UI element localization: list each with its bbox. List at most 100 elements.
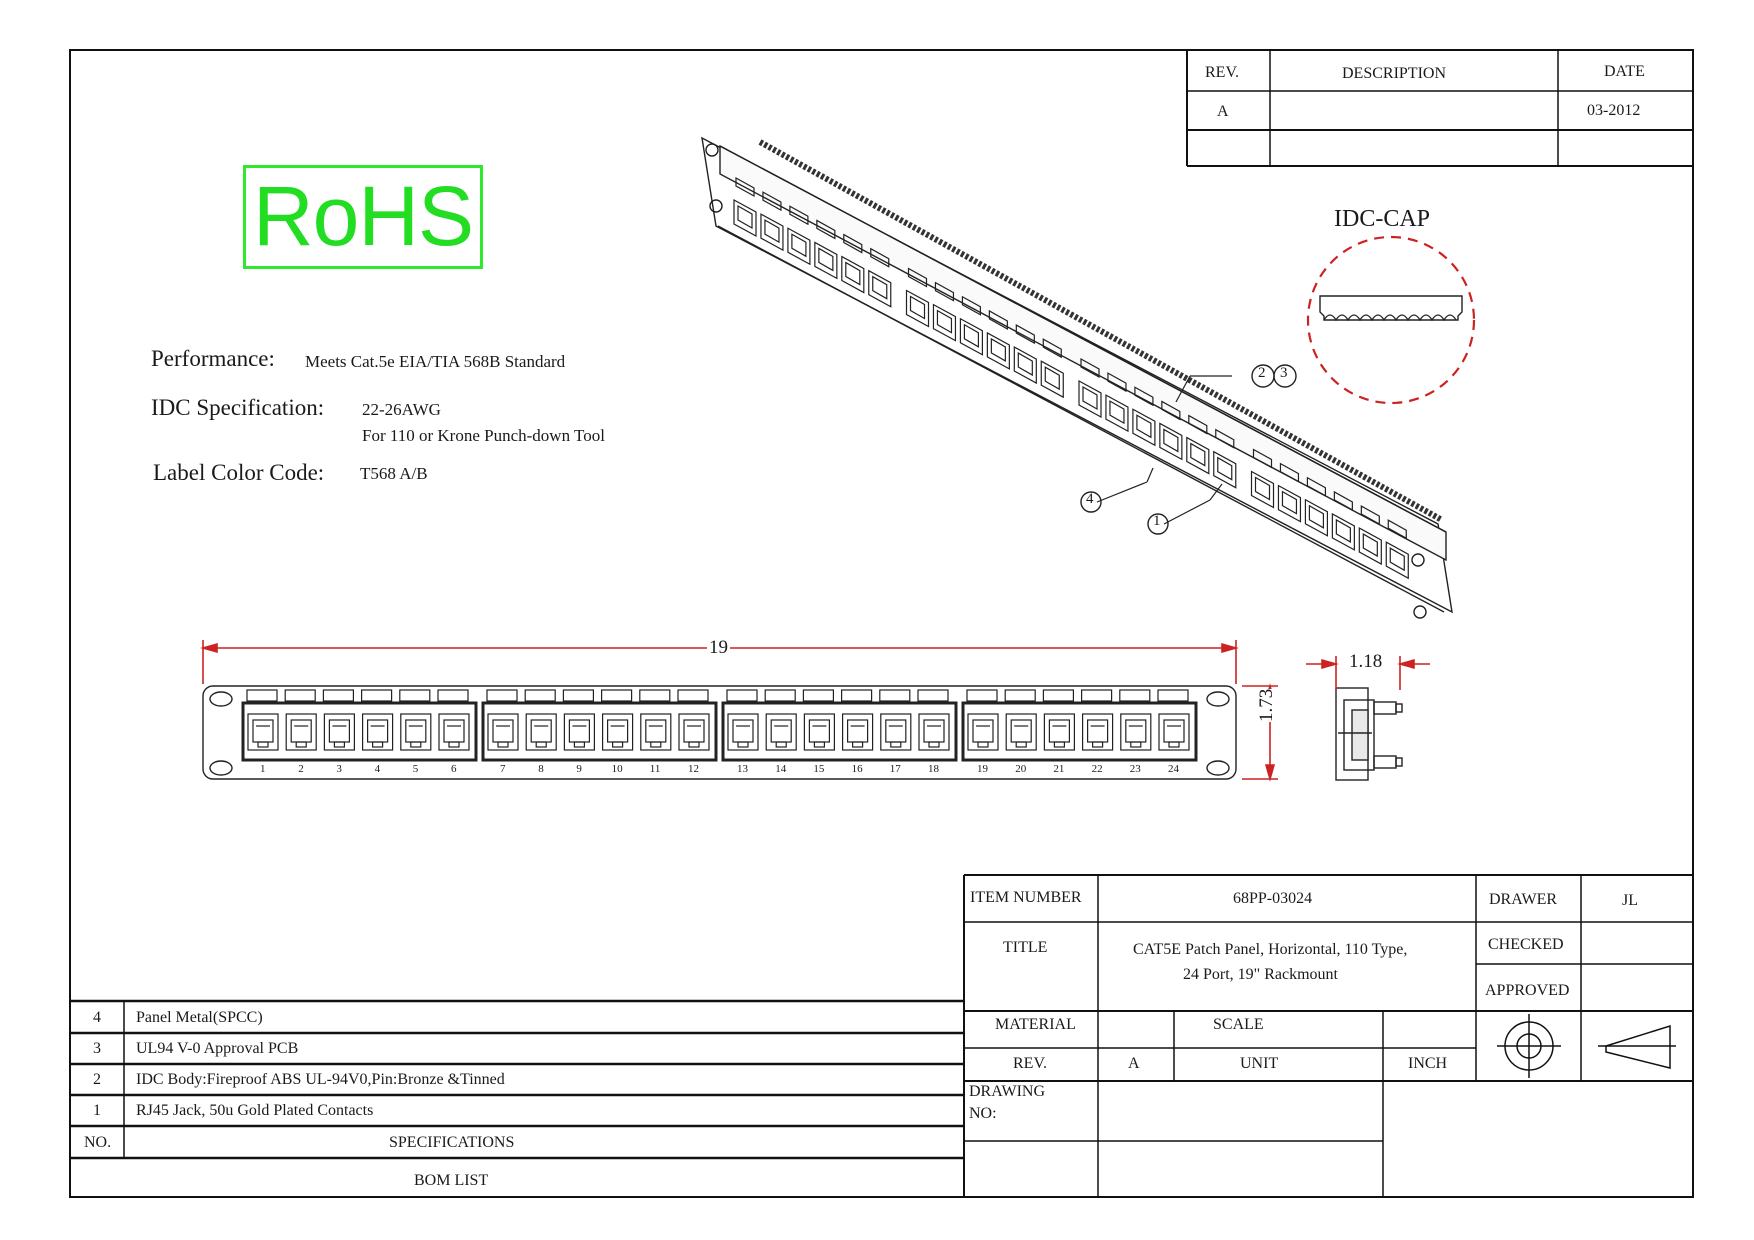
port-number-20: 20 bbox=[1015, 763, 1027, 775]
rev-value-title: A bbox=[1128, 1055, 1140, 1072]
title-block-grid bbox=[963, 874, 1694, 1198]
iso-jack-13 bbox=[1078, 357, 1102, 419]
bom-row-3-no: 3 bbox=[93, 1040, 101, 1057]
port-number-19: 19 bbox=[977, 763, 988, 775]
port-number-10: 10 bbox=[611, 763, 623, 775]
front-jack-22 bbox=[1080, 689, 1114, 751]
front-jack-11 bbox=[639, 689, 672, 751]
title-label: TITLE bbox=[1003, 939, 1048, 956]
revision-block-grid bbox=[1186, 49, 1694, 167]
front-jack-14 bbox=[764, 689, 797, 751]
front-jack-15 bbox=[802, 689, 836, 751]
label-color-value: T568 A/B bbox=[360, 464, 428, 483]
front-jack-2 bbox=[284, 689, 317, 751]
port-number-21: 21 bbox=[1053, 763, 1065, 775]
port-number-5: 5 bbox=[412, 763, 419, 775]
iso-jack-14 bbox=[1105, 372, 1129, 433]
date-header: DATE bbox=[1604, 63, 1645, 80]
iso-jack-24 bbox=[1385, 519, 1409, 580]
port-number-11: 11 bbox=[649, 763, 661, 775]
rev-header: REV. bbox=[1205, 64, 1239, 81]
description-header: DESCRIPTION bbox=[1342, 65, 1447, 82]
front-jack-23 bbox=[1119, 689, 1152, 751]
bom-row-2-no: 2 bbox=[93, 1071, 101, 1088]
iso-jack-23 bbox=[1358, 505, 1382, 566]
callout-4: 4 bbox=[1086, 491, 1094, 507]
drawing-frame bbox=[69, 49, 1694, 1198]
port-number-8: 8 bbox=[538, 763, 544, 775]
iso-jack-8 bbox=[932, 281, 957, 342]
front-jack-5 bbox=[399, 689, 432, 751]
iso-jack-6 bbox=[868, 247, 892, 308]
front-jack-6 bbox=[437, 689, 470, 751]
iso-jack-18 bbox=[1213, 428, 1237, 489]
idc-cap-detail bbox=[1306, 235, 1476, 405]
callout-circle-3 bbox=[1273, 364, 1297, 388]
side-view bbox=[1335, 687, 1403, 781]
idc-spec-label: IDC Specification: bbox=[151, 395, 325, 420]
front-jack-1 bbox=[246, 689, 279, 751]
front-jack-7 bbox=[486, 689, 519, 751]
port-number-16: 16 bbox=[851, 763, 863, 775]
callout-3: 3 bbox=[1280, 365, 1288, 381]
rohs-logo: RoHS bbox=[243, 165, 483, 269]
iso-jack-3 bbox=[787, 205, 811, 266]
port-number-17: 17 bbox=[889, 763, 901, 775]
iso-jack-5 bbox=[841, 233, 865, 294]
port-number-9: 9 bbox=[576, 763, 582, 775]
front-jack-3 bbox=[322, 689, 355, 751]
material-label: MATERIAL bbox=[995, 1016, 1076, 1033]
dimension-lines bbox=[200, 640, 1430, 782]
isometric-panel bbox=[701, 136, 1453, 619]
port-number-18: 18 bbox=[928, 763, 939, 775]
iso-jack-10 bbox=[986, 309, 1010, 370]
dimension-depth: 1.18 bbox=[1349, 651, 1383, 672]
iso-jack-19 bbox=[1250, 448, 1275, 509]
bom-row-3-spec: UL94 V-0 Approval PCB bbox=[136, 1040, 299, 1057]
idc-cap-label: IDC-CAP bbox=[1334, 206, 1431, 232]
front-jack-24 bbox=[1157, 689, 1190, 751]
iso-jack-4 bbox=[814, 219, 838, 280]
iso-jack-2 bbox=[760, 191, 784, 252]
iso-jack-20 bbox=[1277, 462, 1302, 523]
iso-jack-17 bbox=[1186, 414, 1210, 475]
iso-jack-12 bbox=[1040, 338, 1064, 399]
port-number-3: 3 bbox=[336, 763, 342, 775]
port-number-24: 24 bbox=[1168, 763, 1179, 775]
front-jack-12 bbox=[677, 689, 710, 751]
front-view-panel bbox=[202, 685, 1237, 780]
callout-circle-1 bbox=[1147, 513, 1169, 535]
approved-label: APPROVED bbox=[1485, 982, 1570, 999]
port-number-14: 14 bbox=[775, 763, 787, 775]
callout-2: 2 bbox=[1258, 365, 1266, 381]
unit-value: INCH bbox=[1408, 1055, 1448, 1072]
port-number-22: 22 bbox=[1091, 763, 1103, 775]
idc-spec-value-1: 22-26AWG bbox=[362, 400, 441, 419]
port-number-12: 12 bbox=[688, 763, 699, 775]
bom-row-4-no: 4 bbox=[93, 1009, 101, 1026]
front-jack-17 bbox=[879, 689, 912, 751]
front-jack-20 bbox=[1004, 689, 1037, 751]
rev-value: A bbox=[1217, 103, 1229, 120]
title-line-1: CAT5E Patch Panel, Horizontal, 110 Type, bbox=[1133, 941, 1408, 958]
date-value: 03-2012 bbox=[1587, 102, 1641, 119]
dimension-width: 19 bbox=[707, 637, 730, 659]
port-number-4: 4 bbox=[374, 763, 381, 775]
unit-label: UNIT bbox=[1240, 1055, 1279, 1072]
checked-label: CHECKED bbox=[1488, 936, 1564, 953]
item-number-label: ITEM NUMBER bbox=[970, 889, 1082, 906]
iso-jack-15 bbox=[1132, 386, 1156, 447]
iso-jack-1 bbox=[733, 176, 757, 238]
front-jack-18 bbox=[917, 689, 950, 751]
bom-list-footer: BOM LIST bbox=[414, 1172, 489, 1189]
bom-row-1-spec: RJ45 Jack, 50u Gold Plated Contacts bbox=[136, 1102, 374, 1119]
front-jack-10 bbox=[600, 689, 634, 751]
performance-label: Performance: bbox=[151, 346, 275, 371]
performance-value: Meets Cat.5e EIA/TIA 568B Standard bbox=[305, 352, 566, 371]
bom-row-1-no: 1 bbox=[93, 1102, 101, 1119]
callout-circle-4 bbox=[1080, 491, 1102, 513]
iso-jack-9 bbox=[959, 295, 984, 356]
drawer-label: DRAWER bbox=[1489, 891, 1558, 908]
idc-spec-value-2: For 110 or Krone Punch-down Tool bbox=[362, 426, 605, 445]
